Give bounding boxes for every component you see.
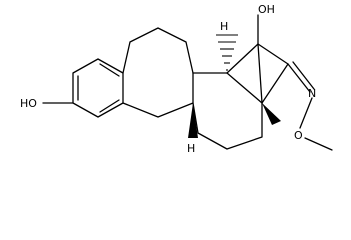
ring-a-outline <box>72 58 124 118</box>
ring-d <box>226 43 289 104</box>
ring-a-double-bond-2 <box>99 63 120 77</box>
ring-a-double-bond-3 <box>99 99 120 113</box>
stereo-wedge-bottom <box>188 103 198 138</box>
oxime-double-bond-2 <box>292 61 315 90</box>
ring-d-outline <box>226 43 289 104</box>
label-h-top: H <box>220 20 228 33</box>
oxime-double-bond-1 <box>287 63 311 93</box>
ring-b <box>122 27 194 118</box>
methyl-wedge <box>262 103 281 125</box>
o-methyl-bond <box>304 137 333 151</box>
ring-b-upper <box>122 27 194 74</box>
ring-b-lower <box>122 72 194 118</box>
label-oh-top: OH <box>258 3 275 16</box>
stereo-hash-top <box>216 34 238 71</box>
label-oxime-o: O <box>294 129 303 142</box>
ring-c-outline <box>192 72 263 150</box>
n-o-bond <box>299 97 313 129</box>
label-h-bottom: H <box>187 142 195 155</box>
molecular-structure-diagram: HO OH H H N O <box>20 3 333 155</box>
ring-a-aromatic <box>72 58 124 118</box>
label-oxime-n: N <box>308 87 316 100</box>
ring-c <box>192 72 263 150</box>
label-ho-phenol: HO <box>20 97 37 110</box>
ring-d-cross-bond <box>257 43 263 104</box>
